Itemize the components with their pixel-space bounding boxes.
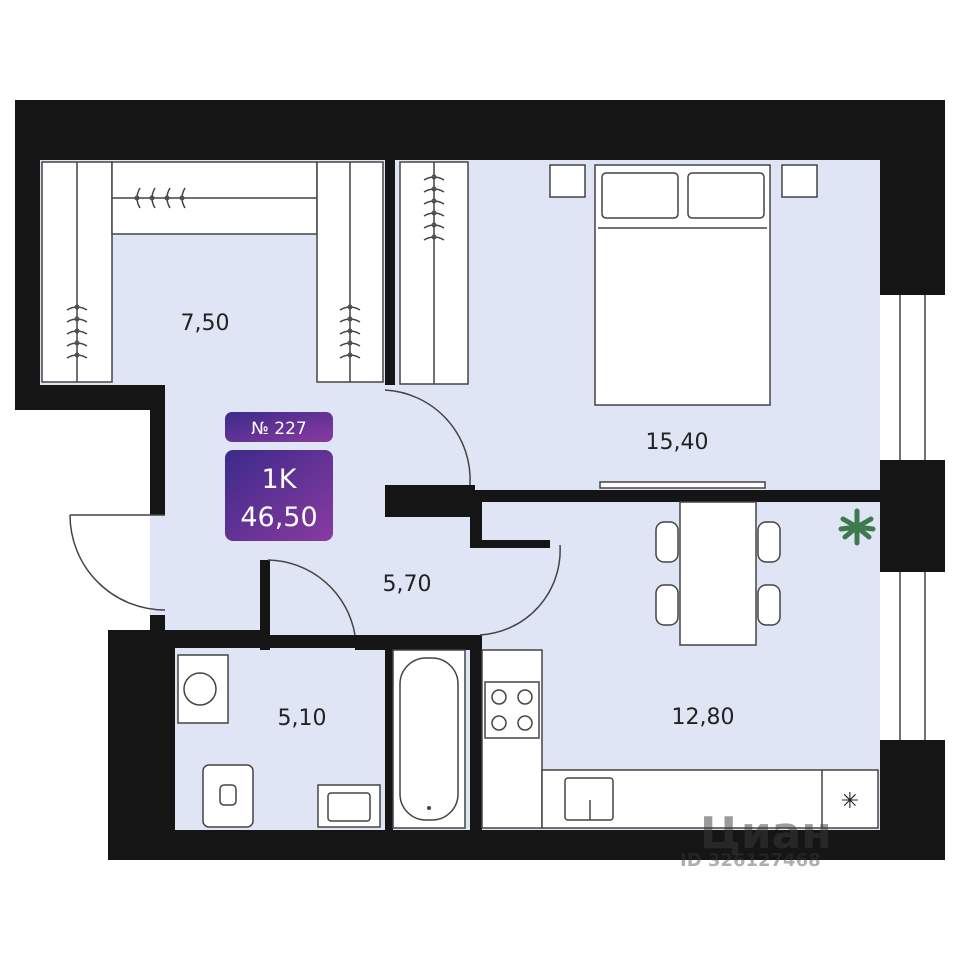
window-bedroom <box>880 295 945 460</box>
apartment-total-area: 46,50 <box>240 502 317 533</box>
bed <box>549 164 818 489</box>
area-dressing-room: 7,50 <box>181 311 230 336</box>
watermark-id: ID 326127468 <box>680 850 821 871</box>
fridge-icon: ✳ <box>841 789 859 814</box>
area-kitchen: 12,80 <box>672 705 735 730</box>
area-bedroom: 15,40 <box>646 430 709 455</box>
kitchen-counter <box>481 649 879 829</box>
window-kitchen <box>880 572 945 740</box>
apartment-number: № 227 <box>251 419 307 439</box>
kitchen-door[interactable] <box>479 544 561 636</box>
bathroom-fixtures <box>177 649 466 829</box>
apartment-type: 1K <box>262 464 298 495</box>
watermark-brand: Циан <box>700 808 832 859</box>
area-hallway: 5,70 <box>383 572 432 597</box>
bedroom-door[interactable] <box>384 389 471 486</box>
bathroom-door[interactable] <box>267 559 356 636</box>
wardrobe <box>41 161 469 385</box>
plant-icon <box>838 508 876 546</box>
dining-table <box>655 501 781 646</box>
apartment-number-badge: № 227 <box>225 412 333 442</box>
entrance-door[interactable] <box>69 514 166 611</box>
area-bathroom: 5,10 <box>278 706 327 731</box>
apartment-summary-badge: 1K 46,50 <box>225 450 333 541</box>
